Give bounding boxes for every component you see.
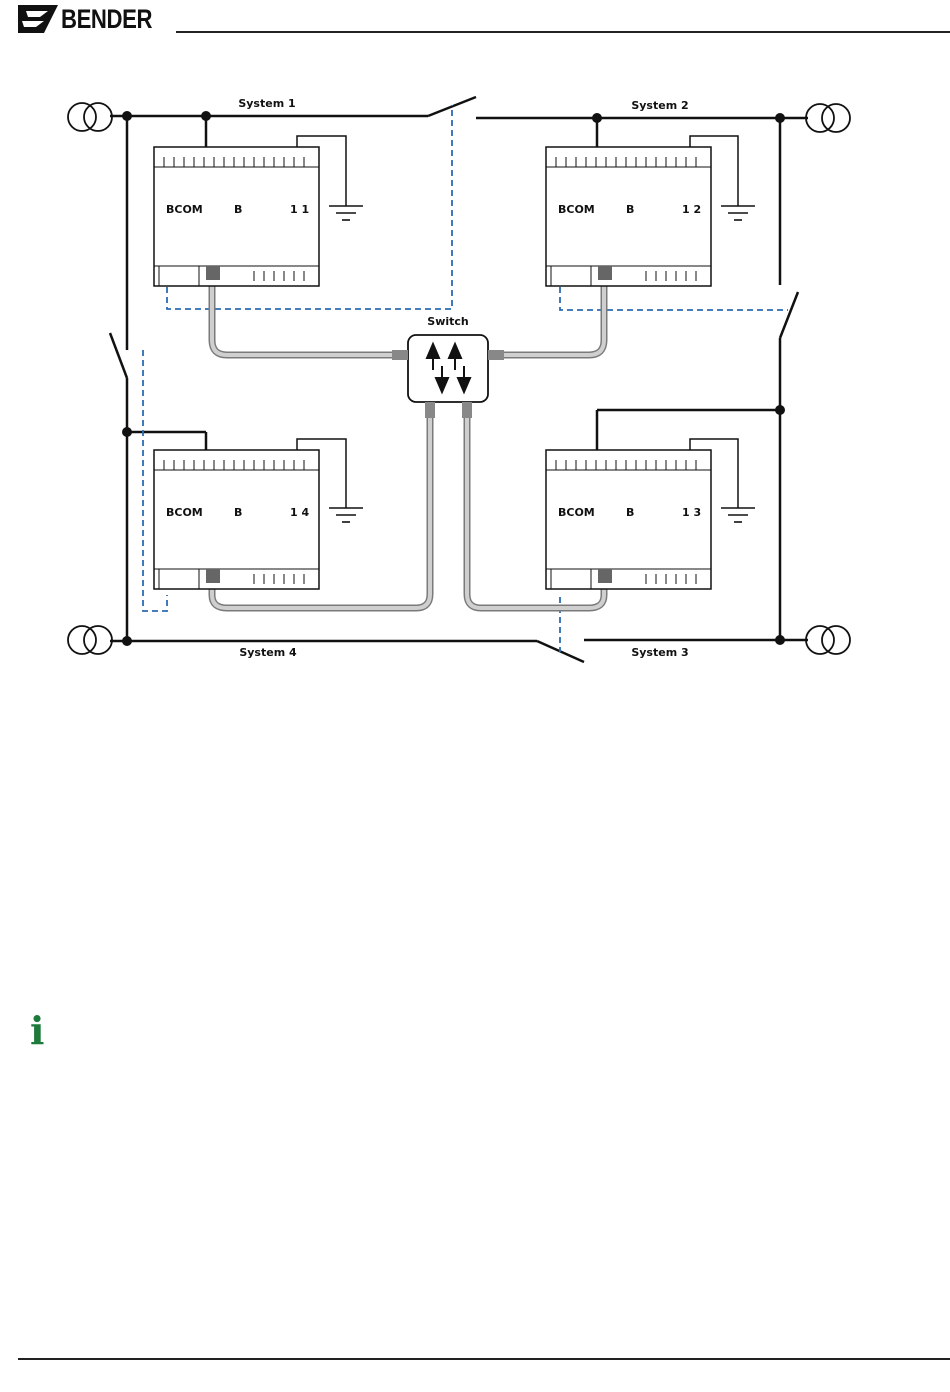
bcom-device: BCOM B 1 2 [546,147,711,286]
device-model: B [234,506,242,519]
bcom-device: BCOM B 1 3 [546,450,711,589]
system-label: System 1 [238,97,295,110]
device-name: BCOM [166,203,203,216]
bcom-device: BCOM B 1 1 [154,147,319,286]
device-address: 1 3 [682,506,701,519]
device-model: B [626,203,634,216]
ground-icon [329,508,363,522]
device-name: BCOM [166,506,203,519]
ground-icon [721,508,755,522]
system-label: System 2 [631,99,688,112]
system-label: System 4 [239,646,297,659]
device-model: B [626,506,634,519]
device-model: B [234,203,242,216]
ground-icon [721,206,755,220]
device-name: BCOM [558,506,595,519]
device-name: BCOM [558,203,595,216]
system-label: System 3 [631,646,688,659]
network-diagram: Switch BCOM B 1 1 BCOM B 1 2 [0,0,950,700]
bcom-device: BCOM B 1 4 [154,450,319,589]
device-address: 1 2 [682,203,701,216]
device-address: 1 4 [290,506,309,519]
device-address: 1 1 [290,203,309,216]
info-icon: i [30,1012,44,1050]
network-switch: Switch [392,315,504,418]
footer-rule [18,1358,950,1360]
ground-icon [329,206,363,220]
switch-label: Switch [427,315,468,328]
